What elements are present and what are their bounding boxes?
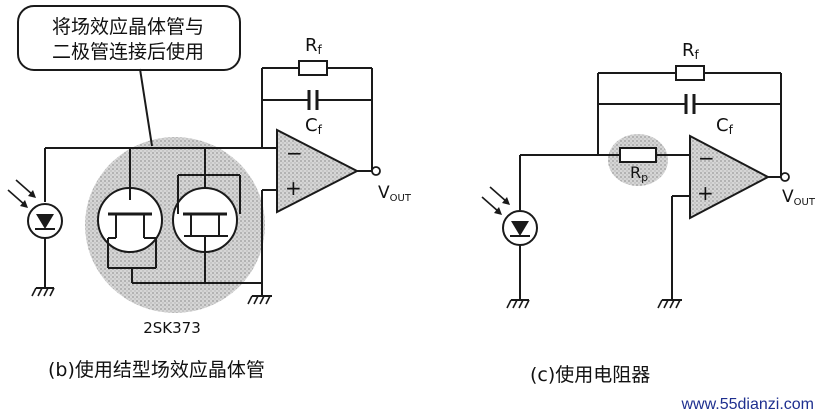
feedback-c: Rf Cf VOUT bbox=[597, 40, 816, 208]
caption-c: (c)使用电阻器 bbox=[530, 364, 650, 386]
circuit-c: Rp − + Rf bbox=[481, 40, 816, 386]
jfet-1 bbox=[97, 148, 163, 269]
label-rf-b: Rf bbox=[305, 35, 323, 57]
ground-c-left bbox=[506, 299, 530, 309]
callout-line-2: 二极管连接后使用 bbox=[52, 41, 204, 63]
watermark-text: www.55dianzi.com bbox=[681, 396, 815, 413]
label-cf-b: Cf bbox=[305, 115, 323, 137]
opamp-c: − + bbox=[671, 134, 771, 300]
callout-line-1: 将场效应晶体管与 bbox=[52, 16, 204, 38]
photodiode-b bbox=[7, 148, 63, 288]
opamp-b-minus: − bbox=[286, 141, 303, 165]
photodiode-c bbox=[481, 155, 538, 300]
output-terminal-b bbox=[371, 166, 381, 176]
opamp-b: − + bbox=[261, 128, 360, 283]
circuit-b: 将场效应晶体管与 二极管连接后使用 bbox=[7, 5, 412, 381]
output-terminal-c bbox=[780, 172, 790, 182]
callout-bubble: 将场效应晶体管与 二极管连接后使用 bbox=[17, 5, 241, 147]
label-rp: Rp bbox=[630, 163, 648, 184]
label-vout-b: VOUT bbox=[378, 183, 412, 204]
part-number-2sk373: 2SK373 bbox=[143, 319, 201, 337]
opamp-c-plus: + bbox=[697, 181, 714, 205]
jfet-2 bbox=[172, 148, 241, 283]
ground-b-left bbox=[31, 287, 55, 297]
caption-b: (b)使用结型场效应晶体管 bbox=[48, 359, 265, 381]
resistor-rp bbox=[619, 147, 657, 163]
ground-b-right bbox=[247, 295, 272, 305]
opamp-b-plus: + bbox=[285, 176, 302, 200]
label-cf-c: Cf bbox=[716, 115, 734, 137]
ground-c-right bbox=[657, 299, 682, 309]
label-rf-c: Rf bbox=[682, 40, 700, 62]
resistor-rf-b bbox=[298, 60, 328, 76]
feedback-b: Rf Cf VOUT bbox=[261, 35, 412, 204]
resistor-rf-c bbox=[675, 65, 705, 81]
opamp-c-minus: − bbox=[698, 146, 715, 170]
label-vout-c: VOUT bbox=[782, 187, 816, 208]
